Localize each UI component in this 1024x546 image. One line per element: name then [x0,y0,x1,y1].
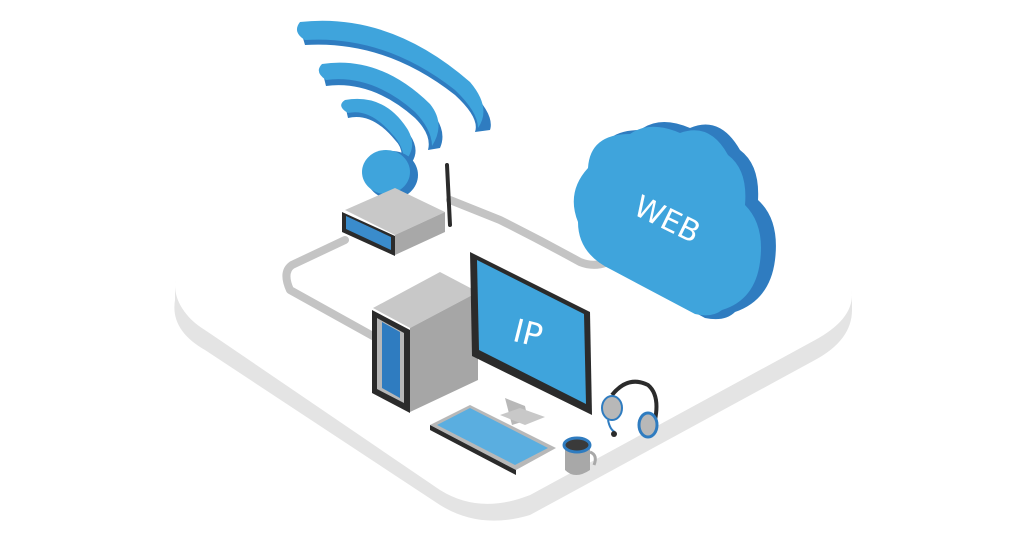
router [342,163,452,256]
headset [601,379,659,439]
desktop-tower [372,272,478,413]
cloud: WEB [573,121,776,320]
coffee-mug [562,436,597,475]
wifi-signal-icon [296,20,491,199]
monitor: IP [470,252,592,425]
keyboard [430,405,556,475]
